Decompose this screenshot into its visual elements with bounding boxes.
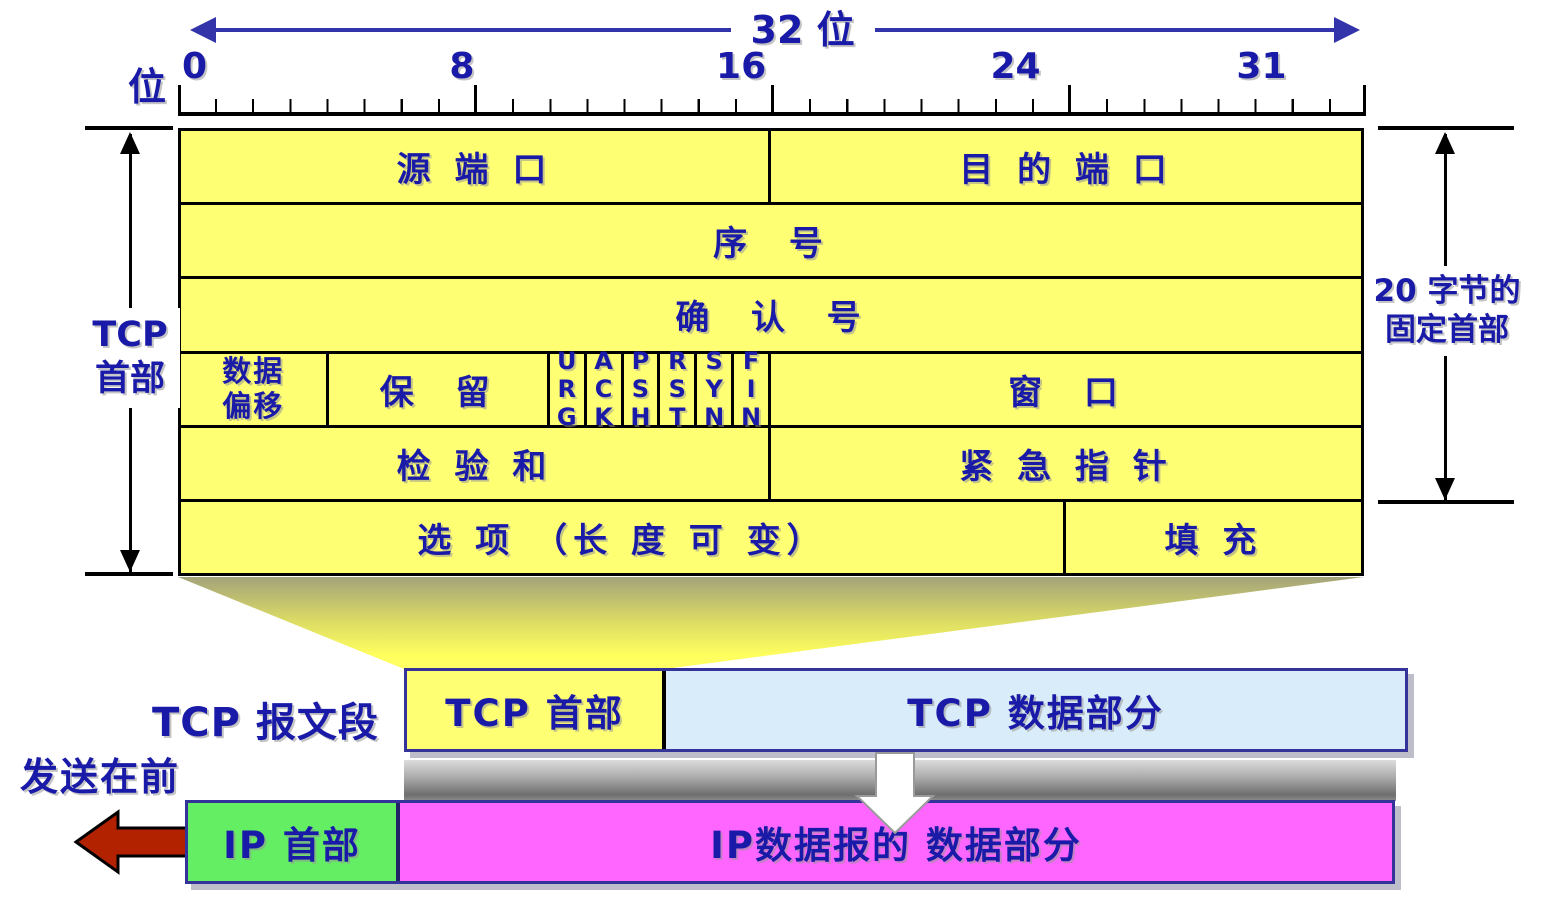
table-row-flags: 数据 偏移 保 留 URG ACK PSH RST SYN FIN 窗 口 [181,347,1361,431]
tick-label-16: 16 [716,46,767,87]
table-row-ports: 源 端 口 目 的 端 口 [181,131,1361,206]
fixed-header-side-label: 20 字节的 固定首部 [1366,266,1528,356]
table-row-seq: 序 号 [181,205,1361,280]
tcp-header-box: TCP 首部 [407,671,666,749]
reserved-cell: 保 留 [379,372,496,413]
arrow-line [874,28,1334,32]
tick-label-8: 8 [449,46,475,87]
down-arrow-icon [854,752,936,835]
data-offset-cell: 数据 偏移 [222,354,285,424]
flag-syn-cell: SYN [700,347,729,432]
sent-first-caption: 发送在前 [20,755,181,799]
ip-datagram-row: IP 首部 IP数据报的 数据部分 [185,800,1395,884]
options-cell: 选 项 （长 度 可 变） [417,520,827,561]
tcp-segment-row: TCP 首部 TCP 数据部分 [404,668,1408,752]
bit-unit-label: 位 [128,65,167,109]
zoom-funnel-shape [178,577,1364,669]
tcp-data-box: TCP 数据部分 [666,671,1405,749]
arrowhead-down-icon [120,550,140,572]
ruler-ticks [178,85,1366,116]
extent-cap-line [1378,500,1514,504]
arrowhead-left-icon [190,17,216,43]
ip-header-box: IP 首部 [188,803,400,881]
arrow-line [216,28,731,32]
arrowhead-up-icon [120,132,140,154]
tick-label-0: 0 [182,46,208,87]
bit-width-label: 32 位 [750,8,855,52]
flag-urg-cell: URG [552,347,581,432]
tick-label-24: 24 [990,46,1041,87]
tcp-segment-caption: TCP 报文段 [152,700,379,746]
checksum-cell: 检 验 和 [396,446,553,487]
dest-port-cell: 目 的 端 口 [959,150,1173,191]
source-port-cell: 源 端 口 [396,150,553,191]
send-direction-arrow-icon [73,809,190,875]
seq-no-cell: 序 号 [713,224,829,265]
bit-ruler: 0 8 16 24 31 [178,46,1366,116]
tick-label-31: 31 [1236,46,1287,87]
table-row-ack: 确 认 号 [181,279,1361,354]
extent-cap-line [1378,126,1514,130]
flag-ack-cell: ACK [589,347,618,432]
arrowhead-down-icon [1435,478,1455,500]
arrowhead-right-icon [1334,17,1360,43]
flag-fin-cell: FIN [737,347,766,432]
table-row-checksum: 检 验 和 紧 急 指 针 [181,427,1361,502]
extent-cap-line [85,572,173,576]
ack-no-cell: 确 认 号 [675,298,867,339]
bit-width-arrow: 32 位 [190,10,1360,50]
padding-cell: 填 充 [1164,520,1263,561]
flag-rst-cell: RST [663,347,692,432]
tcp-header-side-label: TCP 首部 [80,308,180,408]
extent-cap-line [85,126,173,130]
tcp-header-table: 源 端 口 目 的 端 口 序 号 确 认 号 数据 偏移 保 留 URG AC… [178,128,1364,576]
window-cell: 窗 口 [1008,372,1124,413]
flag-psh-cell: PSH [626,347,655,432]
table-row-options: 选 项 （长 度 可 变） 填 充 [181,501,1361,574]
arrowhead-up-icon [1435,132,1455,154]
urgent-pointer-cell: 紧 急 指 针 [959,446,1173,487]
